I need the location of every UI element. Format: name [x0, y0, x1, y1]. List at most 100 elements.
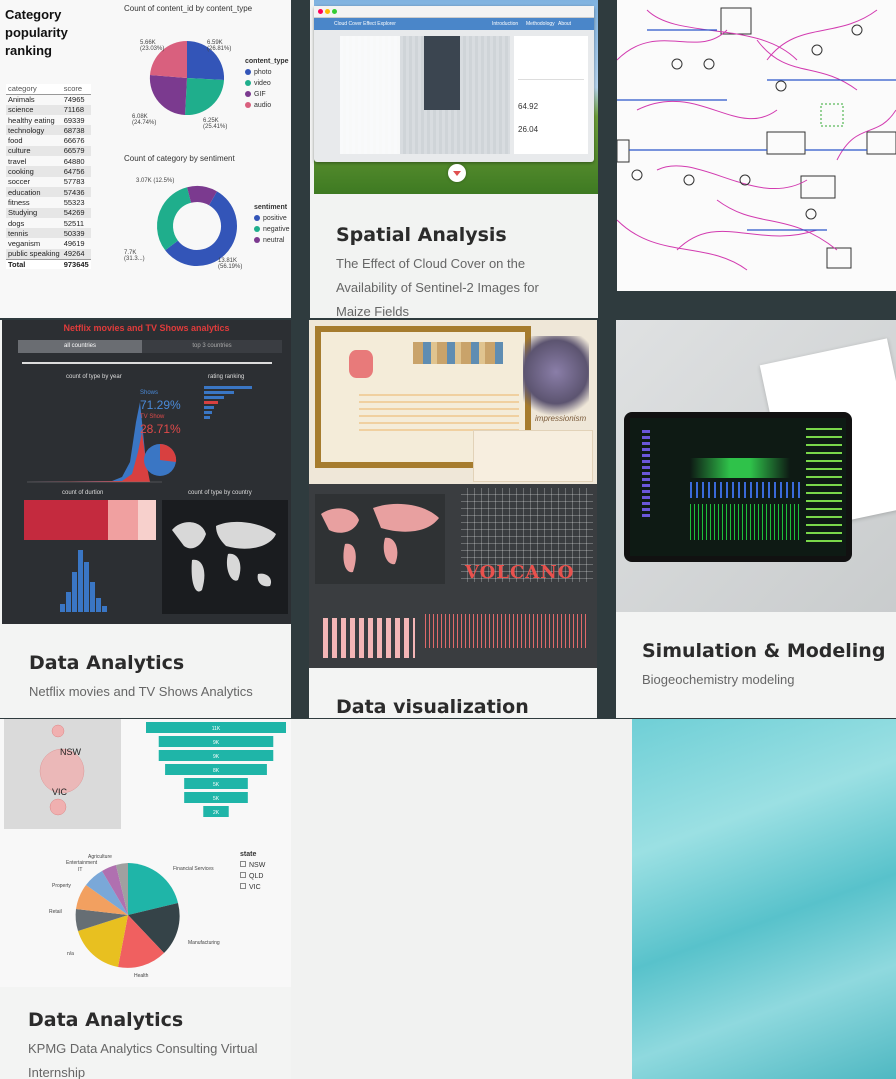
data-label: 13.81K (56.19%) [218, 258, 243, 270]
data-label: 7.7K (31.3...) [124, 250, 145, 262]
chart-title: count of durtion [62, 490, 104, 496]
type-share-pie [144, 443, 177, 476]
project-card-spatial-analysis[interactable]: Cloud Cover Effect Explorer Introduction… [310, 0, 598, 318]
duration-treemap [24, 500, 108, 540]
funnel-label: 9K [213, 754, 220, 760]
type-by-year-chart [27, 402, 162, 483]
data-label: Manufacturing [188, 940, 220, 946]
funnel-bar [146, 722, 286, 733]
map-panel[interactable] [340, 36, 510, 154]
world-map [315, 494, 445, 584]
year-slider[interactable] [22, 362, 272, 364]
project-card-simulation-diagram[interactable] [617, 0, 896, 291]
tab-all-countries[interactable]: all countries [18, 340, 142, 353]
data-label: IT [78, 867, 83, 873]
project-card-netflix[interactable]: Netflix movies and TV Shows analytics al… [0, 320, 291, 718]
card-description: The Effect of Cloud Cover on the Availab… [336, 256, 539, 318]
heatmap [323, 618, 415, 658]
duration-histogram [60, 550, 107, 612]
stock-flow-diagram [617, 7, 896, 271]
funnel-label: 5K [213, 782, 220, 788]
chevron-down-icon [453, 171, 461, 176]
scroll-down-button[interactable] [448, 164, 466, 182]
legend-label: Shows [140, 390, 159, 396]
nav-link[interactable]: Methodology [526, 21, 555, 27]
volcano-mesh [461, 488, 593, 582]
table-header: score [61, 84, 91, 95]
card-description: Biogeochemistry modeling [642, 672, 795, 687]
data-label: Health [134, 973, 149, 979]
project-thumbnail: impressionism [309, 320, 597, 484]
funnel-label: 8K [213, 768, 220, 774]
dashboard-title: Netflix movies and TV Shows analytics [63, 323, 230, 333]
data-label: 6.25K (25.41%) [203, 118, 228, 130]
data-label: Entertainment [66, 860, 98, 866]
funnel-bar [158, 736, 274, 747]
funnel-label: 2K [213, 810, 220, 816]
funnel-chart: 11K 9K 9K 8K 5K 5K 2K [146, 722, 286, 817]
empty-card [291, 719, 632, 1079]
project-thumbnail: Netflix movies and TV Shows analytics al… [2, 320, 291, 624]
card-title[interactable]: Data Analytics [28, 1009, 184, 1031]
water-background [632, 719, 896, 1079]
data-label: 6.59K (26.81%) [207, 40, 232, 52]
country-map [162, 500, 288, 614]
card-title[interactable]: Spatial Analysis [336, 224, 507, 246]
industry-pie-chart [75, 863, 180, 968]
chart-title: rating ranking [208, 374, 245, 380]
sentiment-legend: sentiment positive negative neutral [254, 204, 290, 244]
legend-label: TV Show [140, 414, 165, 420]
card-description: KPMG Data Analytics Consulting Virtual I… [28, 1041, 258, 1079]
project-card-data-visualization[interactable]: impressionism VOLCANO Data visualization [309, 320, 597, 718]
data-label: Financial Services [173, 866, 214, 872]
table-header: category [6, 84, 62, 95]
chart-title: count of type by country [188, 490, 252, 496]
pie-slice-video [185, 78, 224, 116]
iris-illustration [523, 336, 589, 426]
funnel-bar [184, 792, 248, 803]
project-card-simulation-modeling[interactable]: Simulation & Modeling Biogeochemistry mo… [616, 320, 896, 718]
chart-title: count of type by year [66, 374, 122, 380]
card-title[interactable]: Data Analytics [29, 652, 185, 674]
map-label: NSW [60, 747, 81, 757]
sentiment-donut-chart [157, 186, 237, 266]
stat-value: 26.04 [518, 125, 539, 134]
card-title[interactable]: Data visualization [336, 696, 529, 718]
card-title[interactable]: Simulation & Modeling [642, 640, 886, 662]
nav-link[interactable]: Introduction [492, 21, 519, 27]
app-title: Cloud Cover Effect Explorer [334, 21, 396, 27]
funnel-label: 5K [213, 796, 220, 802]
app-window: Cloud Cover Effect Explorer Introduction… [314, 6, 594, 162]
funnel-label: 11K [212, 726, 221, 732]
funnel-label: 9K [213, 740, 220, 746]
data-label: 6.08K (24.74%) [132, 114, 157, 126]
nav-link[interactable]: About [558, 21, 572, 27]
map-label: VIC [52, 787, 68, 797]
rating-ranking-chart [204, 386, 252, 419]
data-label: Agriculture [88, 854, 112, 860]
content-type-legend: content_type photo video GIF audio [245, 58, 289, 109]
data-label: 5.66K (23.03%) [140, 40, 165, 52]
tab-top-3-countries[interactable]: top 3 countries [142, 340, 282, 353]
content-type-pie-chart [149, 40, 225, 116]
